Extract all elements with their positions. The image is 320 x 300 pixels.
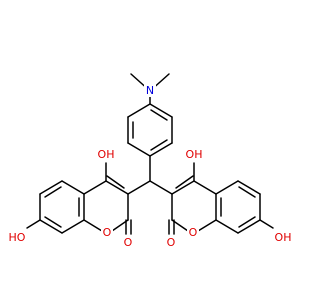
bonds [26, 73, 274, 235]
bond-left-benzo-double [44, 216, 62, 228]
bond-right-c7-oh [259, 219, 274, 229]
bond-right-benzo-double [238, 186, 256, 198]
bond-phenyl-double [150, 109, 168, 121]
bond-phenyl [149, 103, 173, 118]
bond-methine-right [149, 180, 173, 195]
bond-phenyl [127, 142, 151, 157]
atom-o-right-ring: O [189, 226, 198, 239]
bond-right-benzo [215, 219, 239, 234]
bond-left-benzo [61, 219, 85, 234]
bond-left-c4-c4a [83, 180, 107, 195]
bond-left-benzo [61, 180, 85, 195]
atom-n-dimethylamino: N [146, 84, 154, 97]
atom-labels: N OH HO O O OH O O OH [6, 84, 294, 249]
atom-o-left-carbonyl: O [124, 236, 133, 249]
bond-phenyl-double [150, 139, 168, 151]
atom-o-left-ring: O [103, 226, 112, 239]
bond-right-benzo-double [238, 216, 256, 228]
bond-right-c4-c4a [193, 180, 217, 195]
atom-oh-right-bottom: OH [275, 231, 292, 244]
bond-left-c3-c4 [105, 180, 129, 195]
atom-o-right-carbonyl: O [167, 236, 176, 249]
bond-right-benzo [237, 180, 261, 195]
bond-right-c8a-o1 [197, 219, 217, 232]
bond-left-benzo [39, 219, 63, 234]
bond-right-benzo [215, 180, 239, 195]
atom-oh-left-bottom: HO [9, 231, 26, 244]
bond-right-c3-c4-double [175, 175, 194, 189]
bond-phenyl [127, 103, 151, 118]
molecule-structure: N OH HO O O OH O O OH [6, 73, 294, 249]
bond-left-c8a-o1 [83, 219, 103, 232]
bond-left-benzo [39, 180, 63, 195]
bond-phenyl [149, 142, 173, 157]
bond-methine-left [127, 180, 151, 195]
bond-left-c3-c4-double [106, 175, 125, 189]
bond-left-benzo-double [44, 186, 62, 198]
bond-left-c7-oh [26, 219, 41, 229]
atom-oh-left-top: OH [98, 148, 115, 161]
atom-oh-right-top: OH [186, 148, 203, 161]
bond-right-benzo [237, 219, 261, 234]
bond-right-c3-c4 [171, 180, 195, 195]
